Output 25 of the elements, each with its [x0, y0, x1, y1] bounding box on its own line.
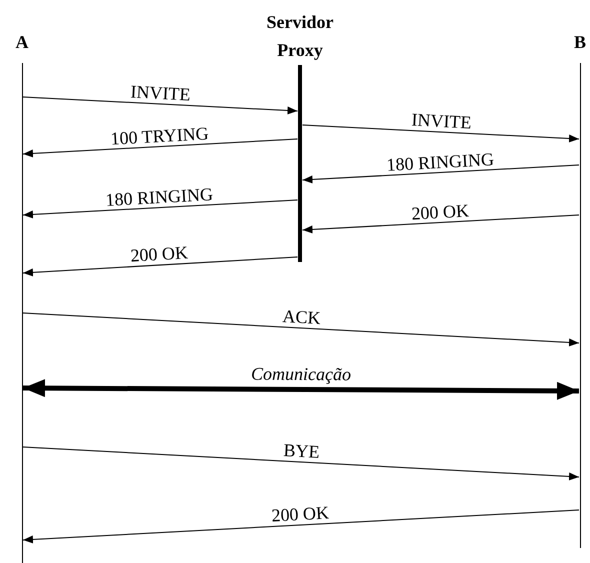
message-arrow [22, 256, 298, 276]
message-label: INVITE [410, 110, 472, 133]
participant-label: B [572, 31, 587, 54]
message-arrow [22, 200, 298, 218]
message-label: Comunicação [251, 363, 352, 384]
message-label: 180 RINGING [386, 148, 494, 174]
message-arrow [302, 164, 580, 184]
message-arrow [22, 138, 298, 158]
message-arrow [22, 446, 580, 480]
message-label: BYE [283, 440, 320, 462]
message-label: ACK [282, 306, 322, 328]
message-arrow [302, 124, 580, 142]
message-label: INVITE [130, 82, 192, 105]
message-label: 200 OK [270, 502, 330, 526]
message-label: 180 RINGING [105, 184, 214, 210]
participant-label: Servidor Proxy [266, 11, 334, 62]
message-label: 100 TRYING [110, 122, 210, 148]
message-arrow [302, 214, 580, 234]
message-arrow [22, 96, 298, 114]
message-arrow [22, 510, 580, 544]
message-arrow [22, 379, 580, 400]
message-label: 200 OK [410, 200, 470, 224]
participant-label: A [14, 31, 30, 54]
message-label: 200 OK [130, 242, 189, 266]
message-arrow [22, 312, 580, 346]
